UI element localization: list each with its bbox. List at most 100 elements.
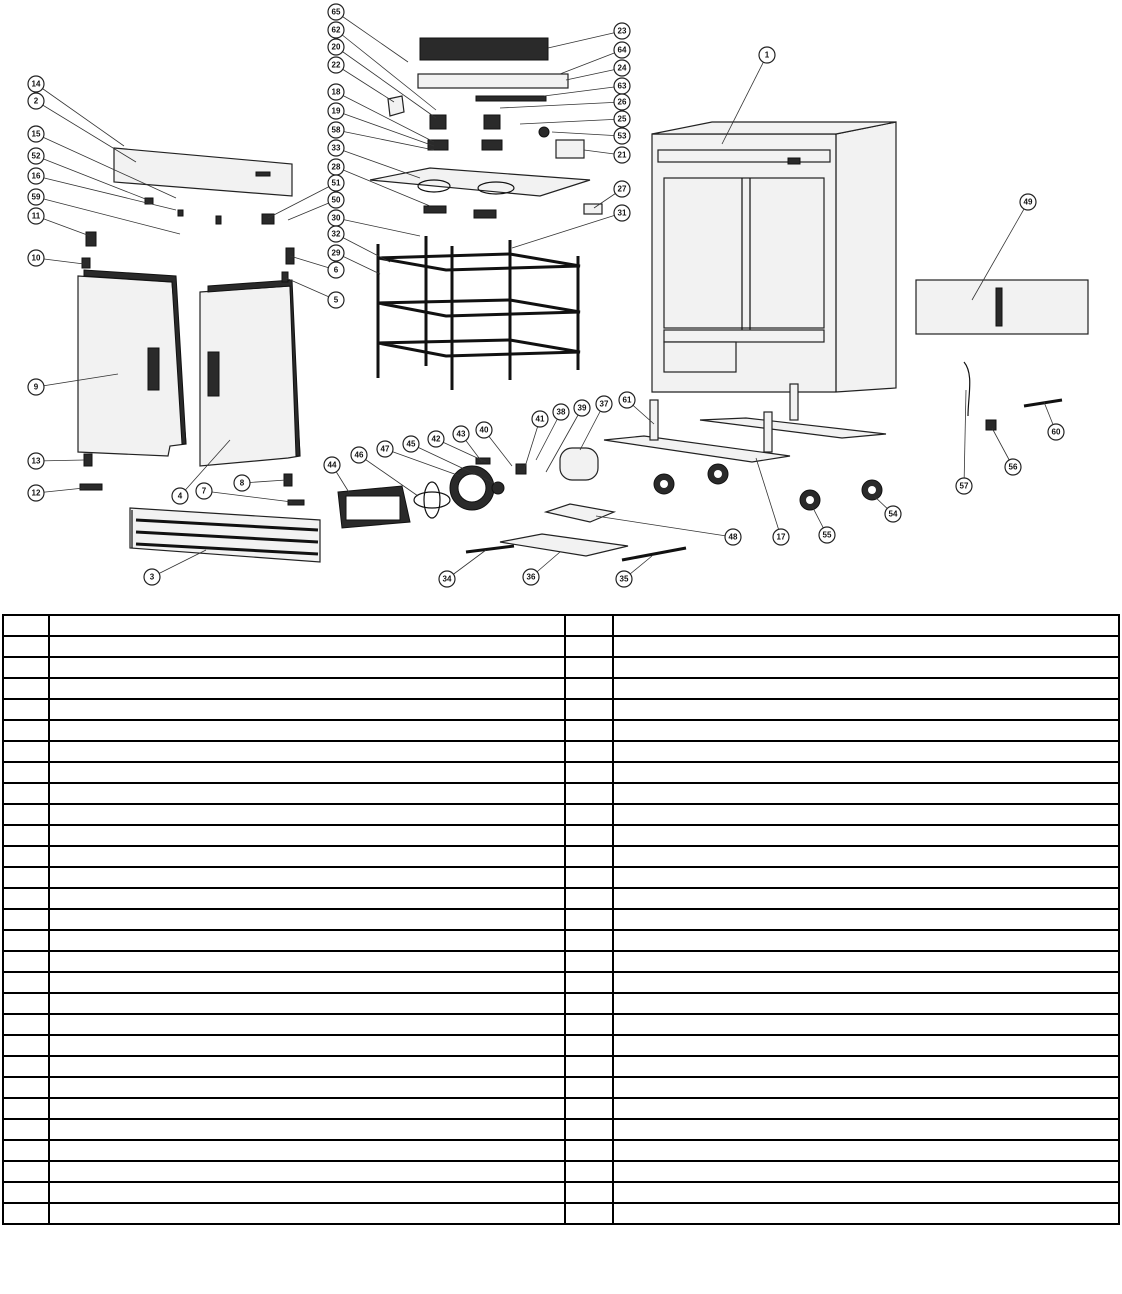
description-cell bbox=[612, 1076, 1120, 1099]
base-rails bbox=[603, 383, 887, 463]
description-cell bbox=[48, 992, 566, 1015]
description-cell bbox=[612, 992, 1120, 1015]
item-number-cell bbox=[564, 1181, 614, 1204]
svg-text:13: 13 bbox=[32, 457, 41, 466]
table-row bbox=[2, 1181, 1120, 1204]
parts-list-table bbox=[2, 614, 1120, 1225]
callout-19: 19 bbox=[327, 102, 345, 120]
svg-text:40: 40 bbox=[480, 426, 489, 435]
item-number-cell bbox=[2, 1139, 50, 1162]
svg-text:50: 50 bbox=[332, 196, 341, 205]
description-cell bbox=[48, 635, 566, 658]
svg-text:54: 54 bbox=[889, 510, 898, 519]
callout-47: 47 bbox=[376, 440, 394, 458]
description-cell bbox=[48, 614, 566, 637]
svg-text:55: 55 bbox=[823, 531, 832, 540]
item-number-cell bbox=[2, 1013, 50, 1036]
item-number-cell bbox=[564, 1202, 614, 1225]
svg-text:59: 59 bbox=[32, 193, 41, 202]
table-row bbox=[2, 1202, 1120, 1225]
description-cell bbox=[612, 677, 1120, 700]
description-cell bbox=[48, 1160, 566, 1183]
callouts: 65 62 20 22 18 19 58 33 28 30 32 29 23 6… bbox=[27, 3, 1065, 588]
callout-2: 2 bbox=[27, 92, 45, 110]
side-kickplate bbox=[915, 279, 1089, 335]
table-row bbox=[2, 614, 1120, 637]
item-number-cell bbox=[564, 1034, 614, 1057]
description-cell bbox=[48, 1139, 566, 1162]
item-number-cell bbox=[2, 1097, 50, 1120]
description-cell bbox=[612, 1055, 1120, 1078]
description-cell bbox=[612, 1034, 1120, 1057]
callout-35: 35 bbox=[615, 570, 633, 588]
svg-text:34: 34 bbox=[443, 575, 452, 584]
description-cell bbox=[48, 1118, 566, 1141]
callout-34: 34 bbox=[438, 570, 456, 588]
table-row bbox=[2, 950, 1120, 973]
description-cell bbox=[612, 698, 1120, 721]
table-row bbox=[2, 698, 1120, 721]
callout-4: 4 bbox=[171, 487, 189, 505]
exploded-parts-diagram: 65 62 20 22 18 19 58 33 28 30 32 29 23 6… bbox=[27, 3, 1089, 588]
callout-38: 38 bbox=[552, 403, 570, 421]
callout-50: 50 bbox=[327, 191, 345, 209]
item-number-cell bbox=[564, 1055, 614, 1078]
description-cell bbox=[612, 929, 1120, 952]
callout-58: 58 bbox=[327, 121, 345, 139]
callout-33: 33 bbox=[327, 139, 345, 157]
item-number-cell bbox=[564, 1118, 614, 1141]
svg-text:32: 32 bbox=[332, 230, 341, 239]
callout-15: 15 bbox=[27, 125, 45, 143]
description-cell bbox=[48, 824, 566, 847]
description-cell bbox=[48, 761, 566, 784]
item-number-cell bbox=[2, 656, 50, 679]
item-number-cell bbox=[2, 635, 50, 658]
svg-text:58: 58 bbox=[332, 126, 341, 135]
svg-text:49: 49 bbox=[1024, 198, 1033, 207]
svg-text:31: 31 bbox=[618, 209, 627, 218]
callout-41: 41 bbox=[531, 410, 549, 428]
item-number-cell bbox=[2, 740, 50, 763]
description-cell bbox=[48, 719, 566, 742]
description-cell bbox=[612, 887, 1120, 910]
item-number-cell bbox=[564, 971, 614, 994]
callout-52: 52 bbox=[27, 147, 45, 165]
callout-46: 46 bbox=[350, 446, 368, 464]
description-cell bbox=[612, 719, 1120, 742]
svg-text:12: 12 bbox=[32, 489, 41, 498]
svg-text:2: 2 bbox=[34, 97, 39, 106]
svg-text:37: 37 bbox=[600, 400, 609, 409]
callout-26: 26 bbox=[613, 93, 631, 111]
description-cell bbox=[612, 1118, 1120, 1141]
small-hardware bbox=[963, 361, 1063, 431]
callout-59: 59 bbox=[27, 188, 45, 206]
item-number-cell bbox=[2, 761, 50, 784]
item-number-cell bbox=[564, 866, 614, 889]
description-cell bbox=[612, 1202, 1120, 1225]
description-cell bbox=[48, 1181, 566, 1204]
callout-53: 53 bbox=[613, 127, 631, 145]
description-cell bbox=[612, 1013, 1120, 1036]
top-front-panel bbox=[113, 147, 293, 225]
svg-text:61: 61 bbox=[623, 396, 632, 405]
callout-29: 29 bbox=[327, 244, 345, 262]
svg-text:5: 5 bbox=[334, 296, 339, 305]
item-number-cell bbox=[2, 992, 50, 1015]
callout-21: 21 bbox=[613, 146, 631, 164]
item-number-cell bbox=[564, 887, 614, 910]
item-number-cell bbox=[2, 929, 50, 952]
svg-text:22: 22 bbox=[332, 61, 341, 70]
callout-62: 62 bbox=[327, 21, 345, 39]
table-row bbox=[2, 1139, 1120, 1162]
svg-text:53: 53 bbox=[618, 132, 627, 141]
callout-64: 64 bbox=[613, 41, 631, 59]
svg-text:46: 46 bbox=[355, 451, 364, 460]
description-cell bbox=[48, 887, 566, 910]
svg-text:42: 42 bbox=[432, 435, 441, 444]
item-number-cell bbox=[564, 1013, 614, 1036]
svg-text:24: 24 bbox=[618, 64, 627, 73]
table-row bbox=[2, 1097, 1120, 1120]
description-cell bbox=[48, 1055, 566, 1078]
item-number-cell bbox=[2, 1202, 50, 1225]
callout-24: 24 bbox=[613, 59, 631, 77]
